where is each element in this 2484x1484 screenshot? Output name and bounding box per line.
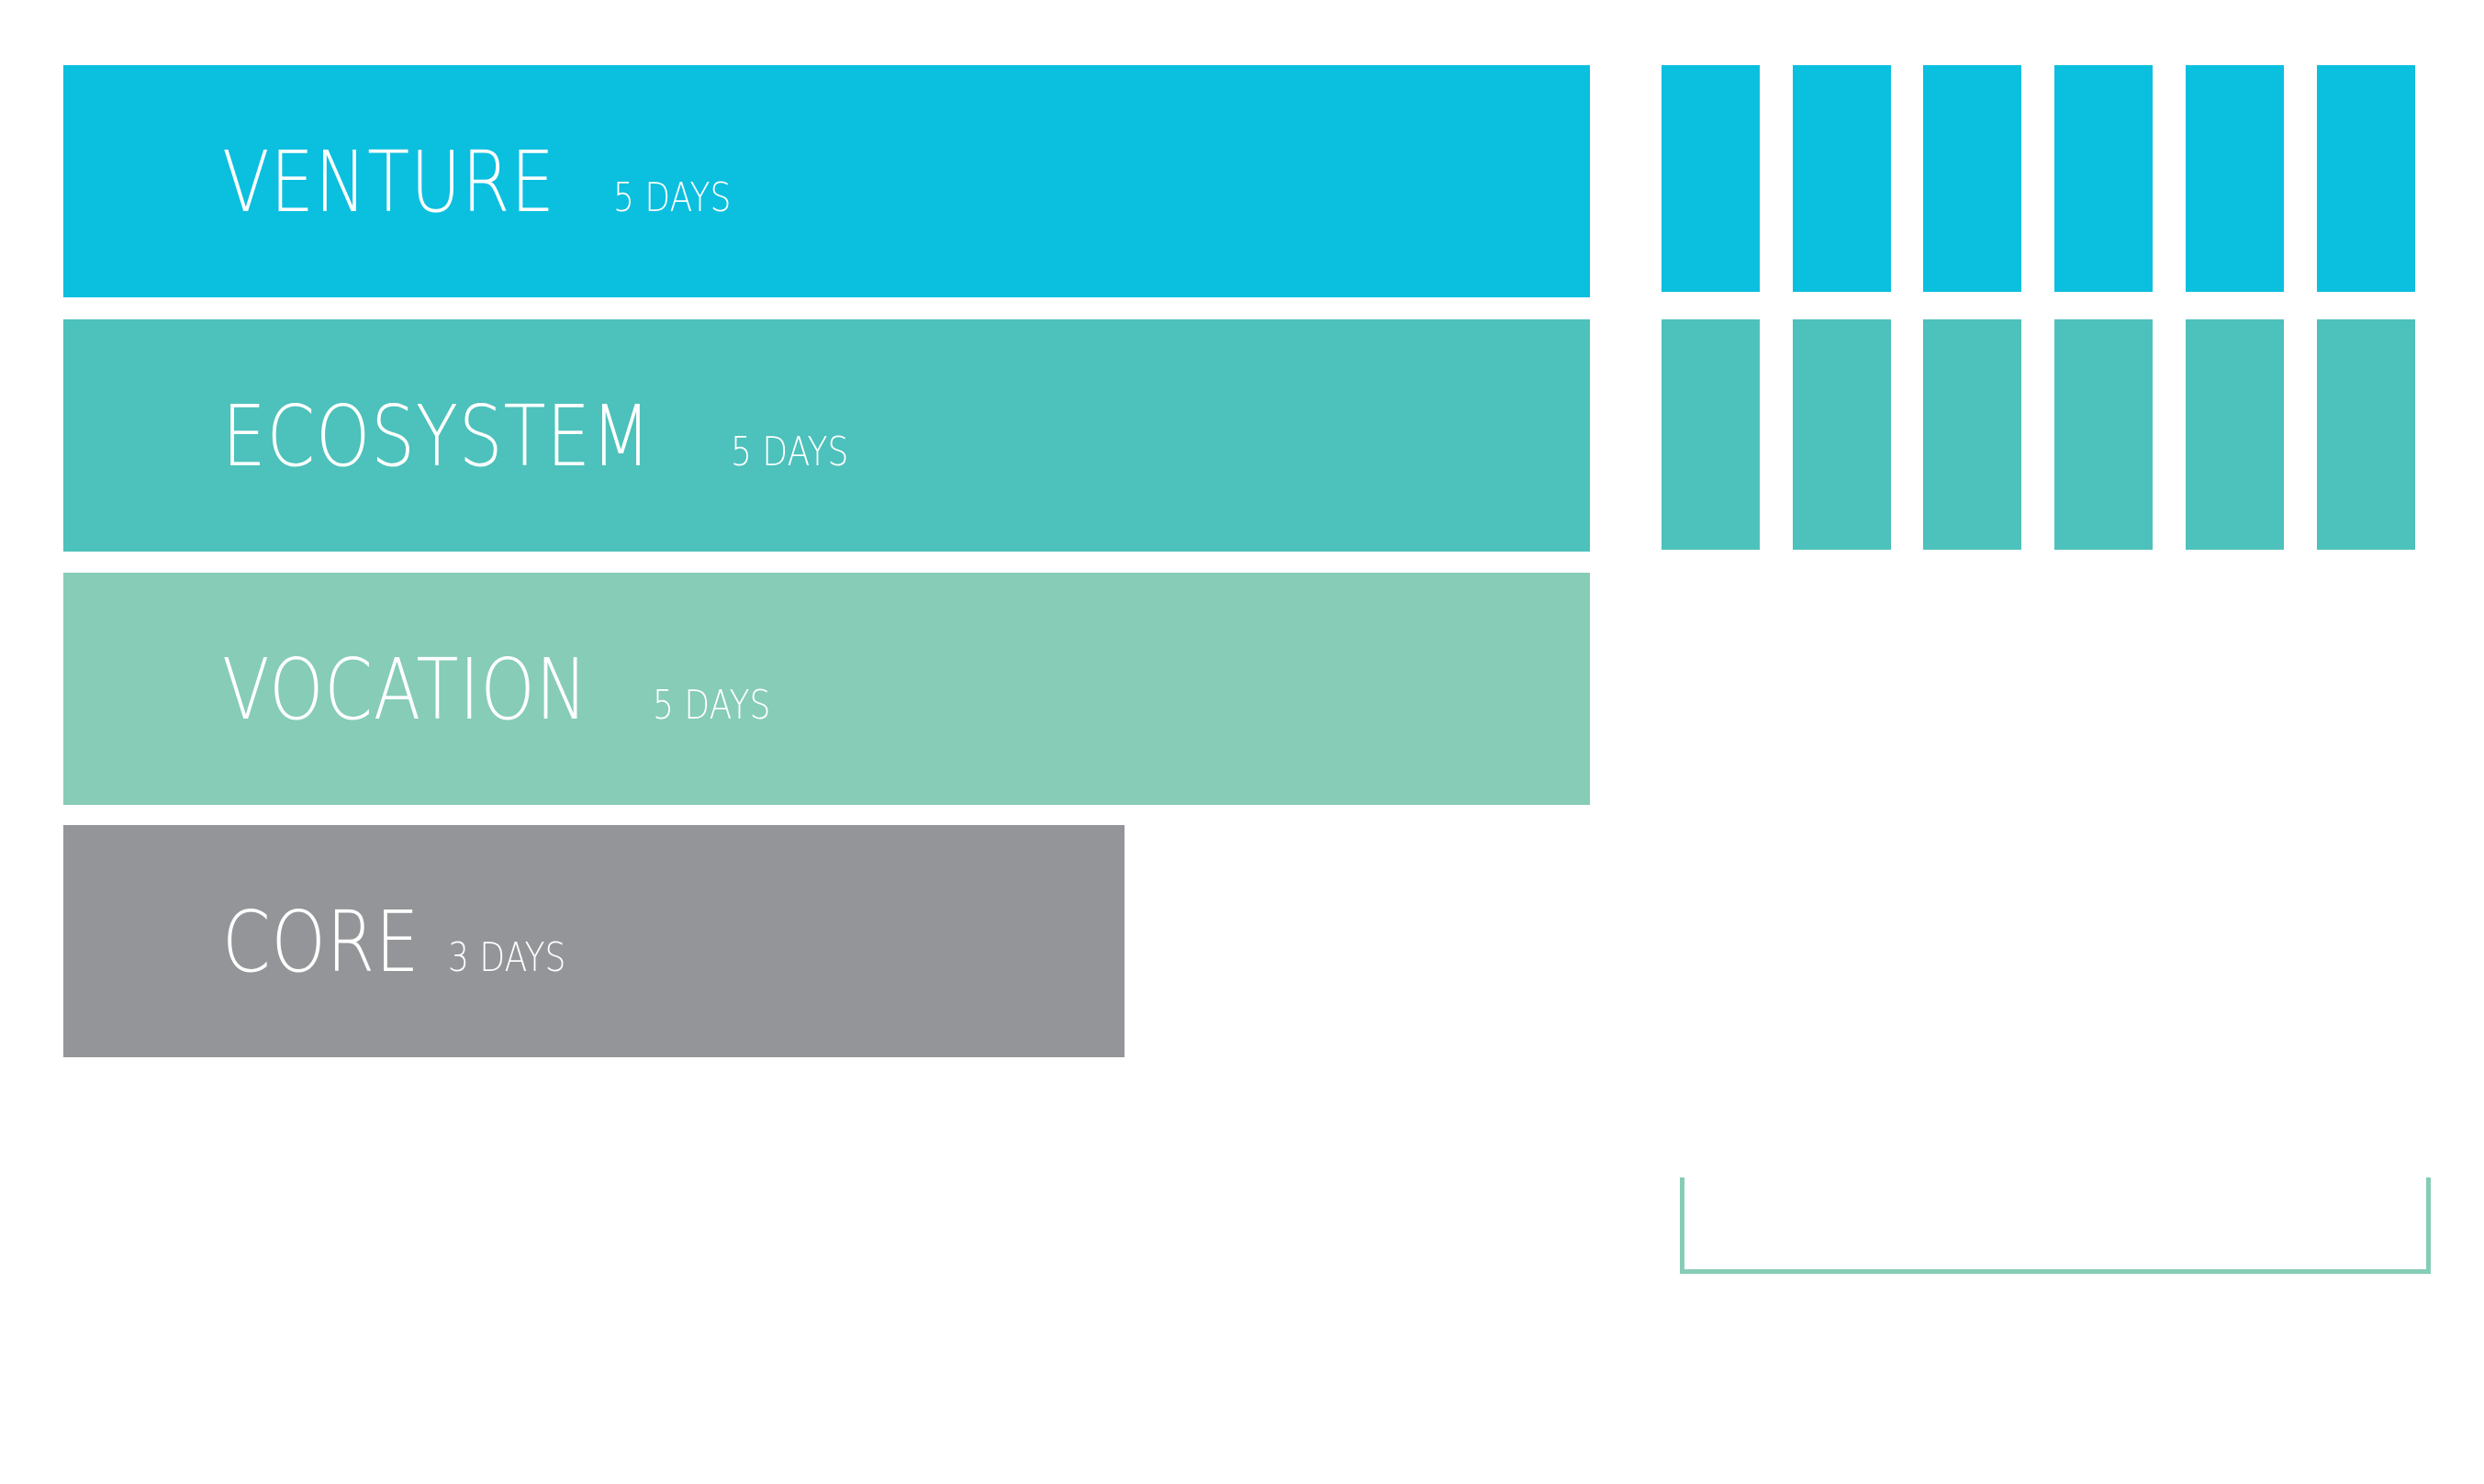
- venture-block: [2054, 65, 2153, 292]
- vocation-name: VOCATION: [222, 641, 588, 739]
- ecosystem-duration: 5 DAYS: [730, 429, 848, 475]
- core-bar: CORE 3 DAYS: [63, 825, 1125, 1057]
- venture-bar: VENTURE 5 DAYS: [63, 65, 1590, 297]
- venture-duration: 5 DAYS: [612, 174, 731, 221]
- ecosystem-block: [1662, 319, 1760, 550]
- ecosystem-block: [1793, 319, 1891, 550]
- ecosystem-block: [2054, 319, 2153, 550]
- core-duration: 3 DAYS: [447, 934, 566, 981]
- core-label: CORE 3 DAYS: [222, 900, 591, 985]
- venture-block: [2317, 65, 2415, 292]
- venture-label: VENTURE 5 DAYS: [222, 140, 756, 225]
- vocation-duration: 5 DAYS: [653, 682, 771, 729]
- bracket: [1680, 1177, 2431, 1274]
- vocation-label: VOCATION 5 DAYS: [222, 648, 797, 732]
- ecosystem-name: ECOSYSTEM: [222, 387, 652, 485]
- venture-name: VENTURE: [222, 133, 555, 231]
- vocation-bar: VOCATION 5 DAYS: [63, 573, 1590, 805]
- ecosystem-bar: ECOSYSTEM 5 DAYS: [63, 319, 1590, 552]
- ecosystem-block: [1923, 319, 2021, 550]
- core-name: CORE: [222, 893, 420, 991]
- venture-block: [1923, 65, 2021, 292]
- ecosystem-block: [2317, 319, 2415, 550]
- ecosystem-block: [2186, 319, 2284, 550]
- venture-block: [2186, 65, 2284, 292]
- venture-block: [1662, 65, 1760, 292]
- ecosystem-label: ECOSYSTEM 5 DAYS: [222, 395, 874, 479]
- venture-block: [1793, 65, 1891, 292]
